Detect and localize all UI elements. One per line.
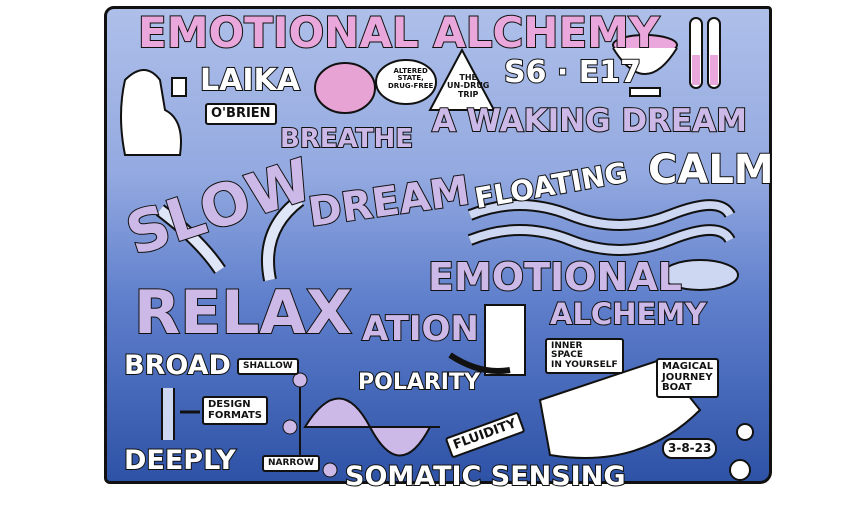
brain-icon xyxy=(314,62,376,114)
person-with-bulb-illustration xyxy=(729,423,754,481)
person-with-mug-illustration xyxy=(120,69,187,156)
door-illustration xyxy=(484,304,526,376)
word-somatic-sensing: SOMATIC SENSING xyxy=(344,461,626,492)
thought-cloud xyxy=(375,59,437,105)
word-emotional: EMOTIONAL xyxy=(427,255,683,299)
curved-arrow xyxy=(156,206,225,273)
test-tubes-icon xyxy=(689,17,721,89)
word-calm: CALM xyxy=(647,147,775,193)
label-shallow: SHALLOW xyxy=(237,358,299,376)
sad-face-icon xyxy=(322,462,338,478)
cloud-icon xyxy=(661,259,739,291)
altered-state-note: ALTERED STATE, DRUG-FREE xyxy=(388,67,434,90)
date-label: 3-8-23 xyxy=(662,438,718,459)
neutral-face-icon xyxy=(282,419,298,435)
label-narrow: NARROW xyxy=(262,455,320,473)
label-design-formats: DESIGN FORMATS xyxy=(202,396,268,425)
label-inner-space: INNER SPACE IN YOURSELF xyxy=(545,338,624,375)
word-polarity: POLARITY xyxy=(357,370,481,395)
word-ation: ATION xyxy=(361,309,480,349)
undrug-trip-note: THE UN-DRUG TRIP xyxy=(447,73,490,99)
label-magical-boat: MAGICAL JOURNEY BOAT xyxy=(656,358,720,398)
word-deeply: DEEPLY xyxy=(123,445,237,476)
word-waking-dream: A WAKING DREAM xyxy=(431,103,748,139)
guest-last-name: O'BRIEN xyxy=(205,103,277,125)
arrow-to-door xyxy=(448,352,511,374)
triangle-shape xyxy=(428,47,496,111)
mortar-bowl-icon xyxy=(612,34,678,97)
curved-arrow xyxy=(263,196,304,281)
word-alchemy: ALCHEMY xyxy=(549,297,707,331)
episode-label: S6 · E17 xyxy=(503,55,642,90)
word-breathe: BREATHE xyxy=(279,124,414,154)
happy-face-icon xyxy=(292,372,308,388)
word-broad: BROAD xyxy=(123,350,232,381)
word-relax: RELAX xyxy=(133,278,353,348)
guest-first-name: LAIKA xyxy=(199,63,301,98)
page-title: EMOTIONAL ALCHEMY xyxy=(137,8,660,57)
